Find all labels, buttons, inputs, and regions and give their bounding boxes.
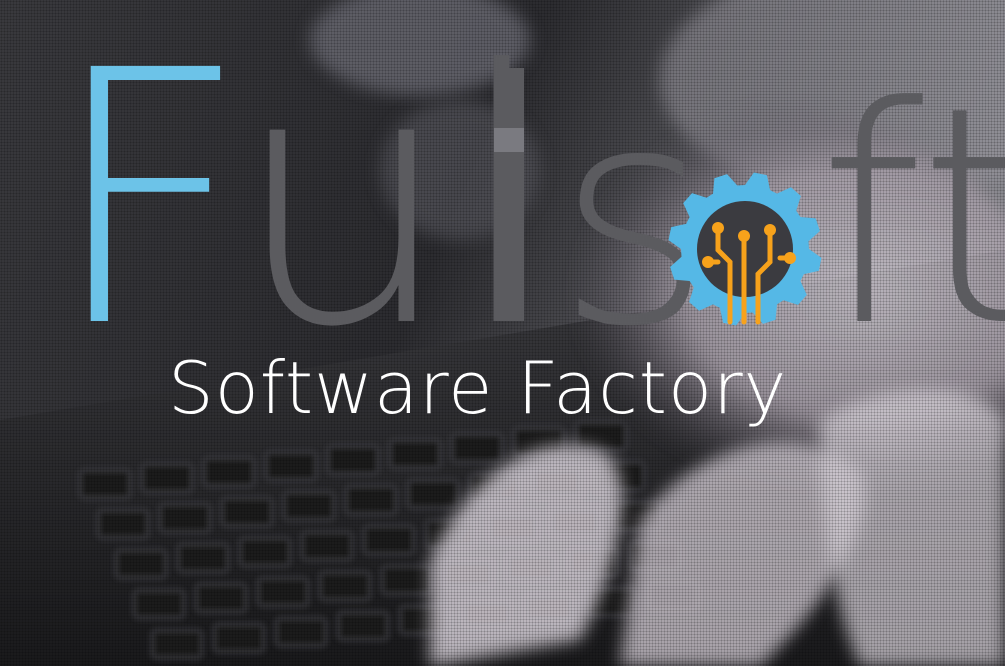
- keyboard-key: [275, 617, 327, 647]
- keyboard-key: [301, 531, 353, 561]
- circuit-trace: [755, 227, 773, 325]
- circuit-node: [764, 224, 776, 236]
- keyboard-key: [389, 439, 441, 469]
- keyboard-key: [97, 509, 149, 539]
- keyboard-key: [345, 485, 397, 515]
- circuit-node: [738, 230, 750, 242]
- keyboard-key: [257, 577, 309, 607]
- logo-letters-ft: ft: [818, 43, 1005, 392]
- keyboard-key: [327, 445, 379, 475]
- keyboard-key: [79, 469, 131, 499]
- keyboard-key: [115, 549, 167, 579]
- keyboard-key: [283, 491, 335, 521]
- keyboard-key: [221, 497, 273, 527]
- circuit-trace: [715, 225, 733, 325]
- circuit-node: [784, 252, 796, 264]
- keyboard-key: [407, 479, 459, 509]
- circuit-node: [712, 222, 724, 234]
- keyboard-key: [203, 457, 255, 487]
- circuit-node: [702, 256, 714, 268]
- logo-letter-i-dot: [494, 128, 524, 152]
- keyboard-key: [265, 451, 317, 481]
- keyboard-key: [159, 503, 211, 533]
- keyboard-key: [363, 525, 415, 555]
- keyboard-key: [195, 583, 247, 613]
- logo-letter-f: F: [48, 0, 249, 404]
- keyboard-key: [133, 589, 185, 619]
- logo-letter-s: s: [556, 43, 712, 392]
- tagline: Software Factory: [168, 346, 788, 430]
- keyboard-key: [177, 543, 229, 573]
- keyboard-key: [319, 571, 371, 601]
- gear-circuit-icon: [668, 172, 822, 326]
- logo-letter-i: [494, 68, 524, 321]
- keyboard-key: [337, 611, 389, 641]
- keyboard-key: [239, 537, 291, 567]
- keyboard-key: [141, 463, 193, 493]
- keyboard-key: [213, 623, 265, 653]
- keyboard-key: [151, 629, 203, 659]
